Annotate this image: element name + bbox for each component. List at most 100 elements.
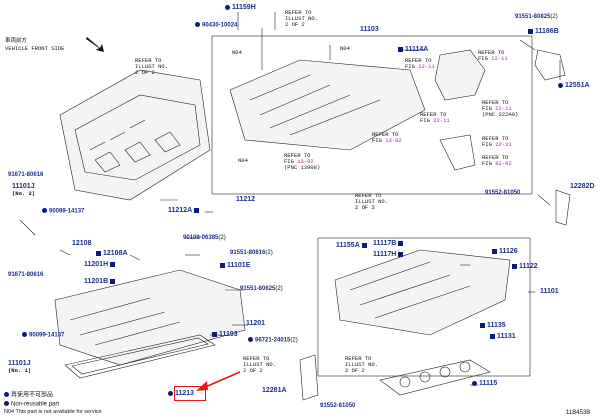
part-square-icon: [361, 242, 367, 248]
engine-cover-shape: [59, 69, 211, 201]
part-square-icon: [110, 261, 116, 267]
part-12282D[interactable]: 12282D: [570, 183, 595, 190]
part-square-icon: [512, 263, 517, 269]
part-11101J-no2[interactable]: 11101J(No. 2): [12, 183, 36, 197]
non-reusable-icon: [22, 332, 27, 337]
part-11201B[interactable]: 11201B: [84, 278, 117, 285]
part-11115[interactable]: 11115: [472, 380, 497, 387]
legend-jp: 再使用不可部品: [4, 392, 53, 399]
n04-label-b: N04: [340, 45, 350, 52]
refer-illust-1: REFER TO ILLUST NO. 2 OF 2: [285, 9, 319, 28]
part-square-icon: [398, 240, 404, 246]
part-square-icon: [398, 251, 404, 257]
n04-label-a: N04: [232, 49, 242, 56]
part-11135[interactable]: 11135: [480, 322, 506, 329]
part-12281A[interactable]: 12281A: [262, 387, 287, 394]
part-square-icon: [398, 46, 403, 52]
refer-fig-5: REFER TO FIG 22-11 (PNC 222A0): [482, 99, 519, 118]
vehicle-front-arrow: [86, 37, 104, 52]
part-square-icon: [110, 278, 116, 284]
part-91552-81050-b[interactable]: 91552-81050: [320, 403, 356, 409]
part-11117B[interactable]: 11117B: [373, 240, 405, 247]
part-12108A[interactable]: 12108A: [96, 250, 128, 257]
diagram-code: 11B453B: [566, 410, 591, 416]
refer-fig-7: REFER TO FIG 13-02: [372, 131, 402, 144]
non-reusable-icon: [472, 380, 477, 386]
red-pointer-arrow: [202, 371, 241, 389]
non-reusable-icon: [42, 208, 47, 213]
part-square-icon: [96, 250, 101, 256]
cam-housing-frame: [211, 35, 533, 195]
part-96721-24015[interactable]: 96721-24015(2): [248, 337, 298, 344]
part-square-icon: [492, 248, 497, 254]
refer-fig-6: REFER TO FIG 22-11: [420, 111, 450, 124]
valve-cover-shape: [54, 269, 246, 366]
front-side-label-jp: 車両前方: [5, 37, 28, 44]
non-reusable-icon: [4, 392, 9, 397]
part-12108[interactable]: 12108: [72, 240, 92, 247]
part-11114A[interactable]: 11114A: [398, 46, 428, 53]
refer-illust-13: REFER TO ILLUST NO. 2 OF 2: [345, 355, 379, 374]
pump-shape: [434, 49, 486, 101]
cylinder-head-shape: [334, 249, 511, 336]
part-11159H[interactable]: 11159H: [225, 4, 256, 11]
part-91551-80616[interactable]: 91551-80616(2): [230, 250, 273, 256]
part-11201H[interactable]: 11201H: [84, 261, 117, 268]
non-reusable-icon: [4, 401, 9, 406]
cylinder-head-frame: [317, 237, 531, 377]
part-11122[interactable]: 11122: [512, 263, 538, 270]
refer-fig-3: REFER TO FIG 22-11: [405, 57, 435, 70]
part-square-icon: [212, 331, 217, 337]
front-side-label: VEHICLE FRONT SIDE: [5, 45, 65, 52]
refer-fig-9: REFER TO FIG 22-11: [482, 135, 512, 148]
part-11101J-no1[interactable]: 11101J(No. 1): [8, 360, 32, 374]
part-91551-80825[interactable]: 91551-80825(2): [515, 14, 558, 20]
part-11193[interactable]: 11193: [212, 331, 238, 338]
part-90109-06385[interactable]: 90109-06385(2): [183, 235, 226, 241]
non-reusable-icon: [558, 82, 563, 88]
part-91671-80616-b[interactable]: 91671-80616: [8, 272, 44, 278]
part-11212A[interactable]: 11212A: [168, 207, 201, 214]
part-91671-80616-a[interactable]: 91671-80616: [8, 172, 44, 178]
part-11117H[interactable]: 11117H: [373, 251, 405, 258]
part-11126[interactable]: 11126: [492, 248, 518, 255]
part-11155A[interactable]: 11155A: [336, 242, 369, 249]
part-11213[interactable]: 11213: [168, 390, 194, 397]
part-11212[interactable]: 11212: [236, 196, 256, 203]
n04-label-c: N04: [238, 157, 248, 164]
refer-fig-8: REFER TO FIG 13-02 (PNC 13908): [284, 152, 321, 171]
refer-fig-4: REFER TO FIG 22-11: [478, 49, 508, 62]
refer-fig-10: REFER TO FIG 82-02: [482, 154, 512, 167]
non-reusable-icon: [248, 337, 253, 342]
non-reusable-icon: [225, 4, 230, 10]
highlight-box: [174, 386, 206, 401]
refer-illust-2: REFER TO ILLUST NO. 2 OF 2: [135, 57, 169, 76]
legend-not-available: N04 This part is not available for servi…: [4, 409, 102, 415]
non-reusable-icon: [168, 390, 173, 396]
part-square-icon: [480, 322, 485, 328]
part-11101E[interactable]: 11101E: [220, 262, 250, 269]
part-square-icon: [490, 333, 495, 339]
part-90099-14137-a[interactable]: 90099-14137: [42, 208, 84, 215]
part-square-icon: [220, 262, 225, 268]
part-91551-80625[interactable]: 91551-80625(2): [240, 286, 283, 292]
non-reusable-icon: [195, 22, 200, 27]
part-90430-10024[interactable]: 90430-10024: [195, 22, 237, 29]
part-90099-14137-b[interactable]: 90099-14137: [22, 332, 64, 339]
part-91552-81050-a[interactable]: 91552-81050: [485, 190, 521, 196]
part-11201[interactable]: 11201: [246, 320, 266, 327]
refer-illust-12: REFER TO ILLUST NO. 2 OF 2: [243, 355, 277, 374]
part-12551A[interactable]: 12551A: [558, 82, 590, 89]
part-11101[interactable]: 11101: [540, 288, 559, 295]
cam-housing-shape: [229, 59, 426, 151]
refer-illust-11: REFER TO ILLUST NO. 2 OF 2: [355, 192, 389, 211]
legend-non-reusable: Non-reusable part: [4, 401, 59, 408]
part-11186B[interactable]: 11186B: [528, 28, 559, 35]
part-square-icon: [194, 207, 200, 213]
part-11103[interactable]: 11103: [360, 26, 379, 33]
part-square-icon: [528, 28, 533, 34]
gasket-shape: [64, 334, 216, 379]
part-11131[interactable]: 11131: [490, 333, 516, 340]
